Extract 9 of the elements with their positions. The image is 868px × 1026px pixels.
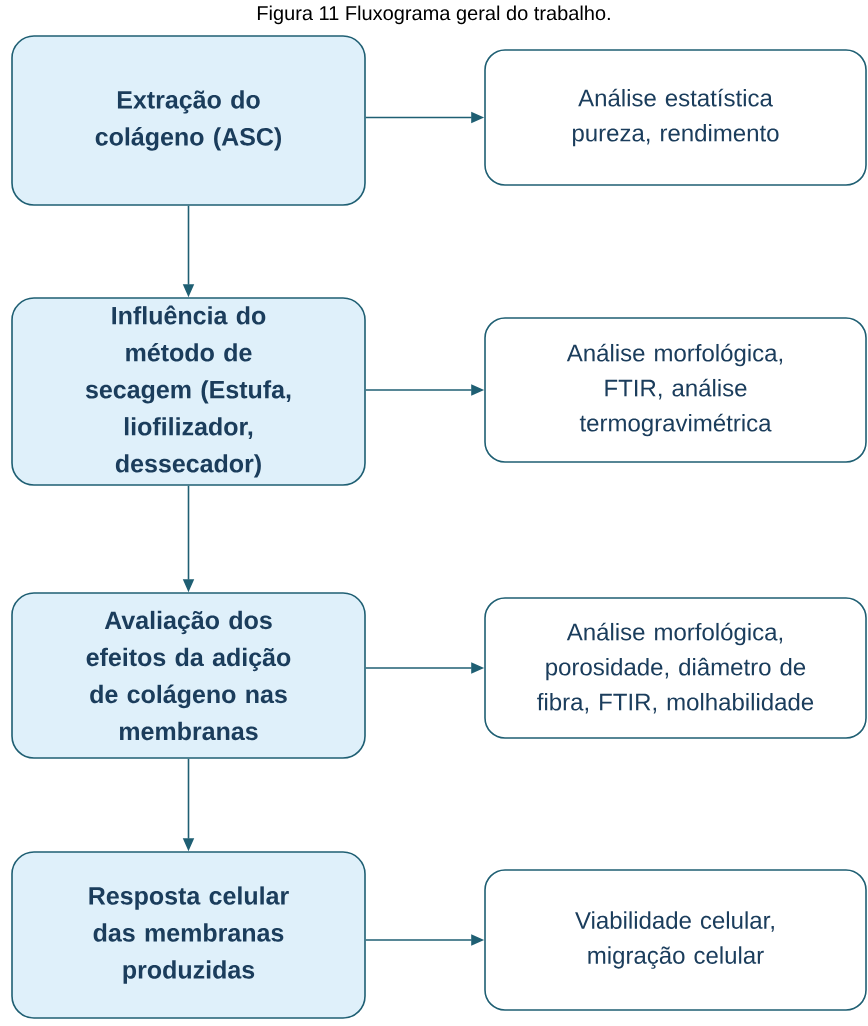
analysis-box: Viabilidade celular, migração celular (484, 869, 867, 1011)
analysis-box: Análise morfológica, FTIR, análise termogravimétrica (484, 317, 867, 463)
step-box: Extração do colágeno (ASC) (11, 35, 366, 206)
step-box: Avaliação dos efeitos da adição de colágeno nas membranas (11, 592, 366, 759)
analysis-box: Análise morfológica, porosidade, diâmetro de fibra, FTIR, molhabilidade (484, 597, 867, 739)
step-box: Resposta celular das membranas produzidas (11, 851, 366, 1019)
step-box: Influência do método de secagem (Estufa, liofilizador, dessecador) (11, 297, 366, 486)
analysis-box: Análise estatística pureza, rendimento (484, 49, 867, 186)
figure-title: Figura 11 Fluxograma geral do trabalho. (257, 5, 610, 25)
